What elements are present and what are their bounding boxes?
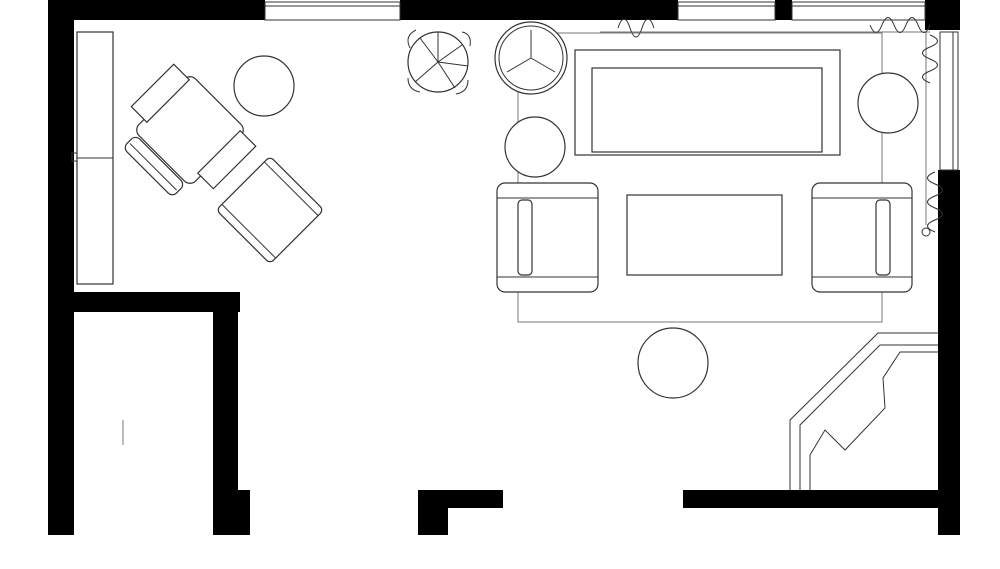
side-table [494,21,568,95]
wall-left [48,0,74,535]
side-table [637,327,709,399]
lounge-chair [496,182,599,293]
wall-top-middle [400,0,678,20]
wall-inner-bump [238,490,250,535]
wall-right [938,170,960,535]
side-table [233,55,295,117]
walls [48,0,960,535]
wall-top-pier [775,0,792,20]
window [939,31,959,171]
side-table [504,116,566,178]
wall-bottom-middle-leg [418,490,448,535]
rug [517,32,883,323]
window [791,1,926,21]
round-table [407,29,471,95]
ottoman [217,157,323,263]
sofa [574,49,841,156]
armchair [124,63,257,196]
wall-top-left [48,0,265,20]
coffee-table [626,194,783,276]
window [677,1,776,21]
wall-top-right [925,0,960,30]
wall-bottom-right [683,490,960,508]
wall-inner-vertical [213,292,238,535]
fireplace [789,332,938,490]
wall-inner-horizontal [74,292,240,312]
side-table [857,72,919,134]
windows [264,1,959,171]
curtain [600,17,943,237]
lounge-chair [811,182,913,293]
console-table [71,31,114,285]
window [264,1,401,21]
